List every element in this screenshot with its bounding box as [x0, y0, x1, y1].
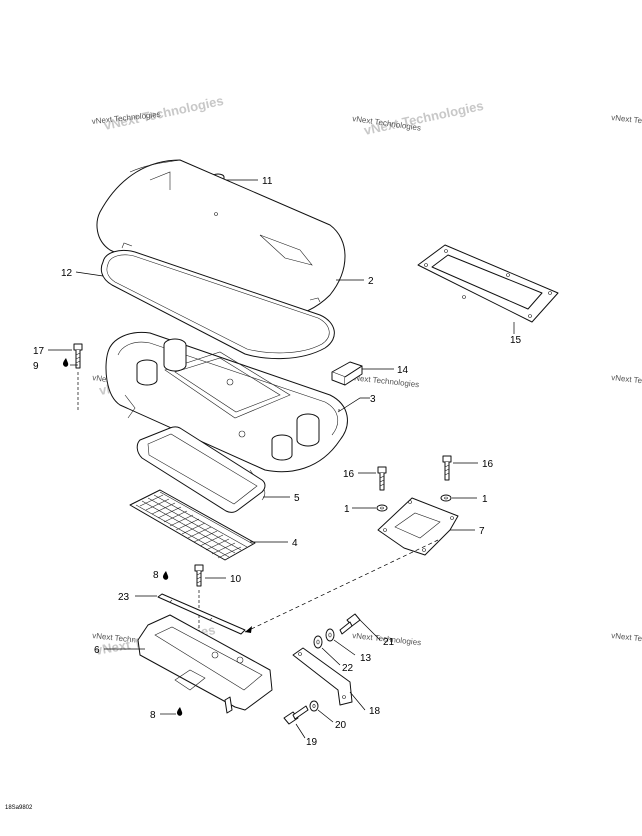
watermark: vNext Technologies [611, 113, 642, 129]
part-washer-22 [313, 635, 323, 649]
part-washer-13 [325, 628, 335, 642]
drop-icon [162, 571, 169, 580]
watermark-ghost: vNext Technologies [103, 93, 225, 133]
callout-8-top: 8 [153, 570, 159, 581]
callout-6: 6 [94, 645, 100, 656]
callout-13: 13 [360, 653, 372, 664]
callout-17: 17 [33, 346, 45, 357]
callout-1-left: 1 [344, 504, 350, 515]
watermark: vNext Technologies [611, 631, 642, 647]
callout-5: 5 [294, 493, 300, 504]
callout-7: 7 [479, 526, 485, 537]
callout-3: 3 [370, 394, 376, 405]
part-screw-16-right [442, 455, 452, 481]
callout-1-right: 1 [482, 494, 488, 505]
figure-code: 18Sa9802 [5, 805, 33, 811]
callout-21: 21 [383, 637, 395, 648]
part-gasket [136, 426, 266, 513]
part-washer-left [376, 504, 388, 512]
callout-9: 9 [33, 361, 39, 372]
callout-14: 14 [397, 365, 409, 376]
callout-labels: 11 2 12 15 17 9 14 3 16 16 1 1 5 7 4 8 1… [33, 176, 522, 748]
part-screen [129, 489, 256, 561]
callout-19: 19 [306, 737, 318, 748]
part-base-tray [137, 614, 273, 714]
part-screw-17 [73, 343, 83, 410]
callout-20: 20 [335, 720, 347, 731]
assembly-link-line [244, 539, 439, 633]
callout-8-bottom: 8 [150, 710, 156, 721]
callout-12: 12 [61, 268, 73, 279]
part-washer-right [440, 494, 452, 502]
part-screw-21 [339, 613, 361, 635]
drop-icon [176, 707, 183, 716]
leader-lines [48, 179, 515, 739]
callout-22: 22 [342, 663, 354, 674]
part-bracket-plate [377, 497, 459, 556]
callout-16-left: 16 [343, 469, 355, 480]
callout-18: 18 [369, 706, 381, 717]
part-clip [331, 361, 363, 386]
drop-icon [62, 358, 69, 367]
part-washer-20 [309, 700, 319, 712]
callout-2: 2 [368, 276, 374, 287]
part-plate-18 [292, 647, 353, 706]
callout-4: 4 [292, 538, 298, 549]
callout-15: 15 [510, 335, 522, 346]
callout-23: 23 [118, 592, 130, 603]
callout-11: 11 [262, 176, 273, 187]
part-cover-seal [100, 249, 335, 360]
callout-10: 10 [230, 574, 242, 585]
part-strip [157, 593, 246, 635]
part-gasket-frame [417, 244, 559, 323]
arrow-icon [245, 626, 252, 633]
part-screw-19 [283, 705, 309, 725]
part-screw-16-left [377, 466, 387, 491]
watermark: vNext Technologies [611, 373, 642, 389]
callout-16-right: 16 [482, 459, 494, 470]
